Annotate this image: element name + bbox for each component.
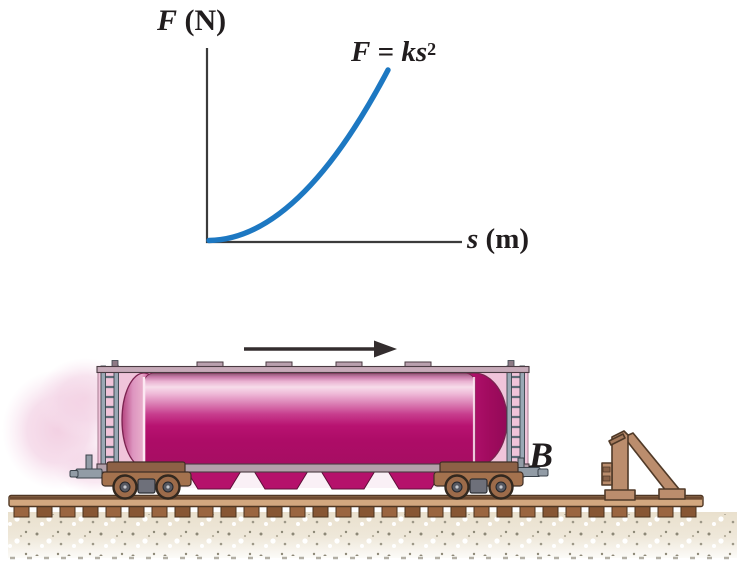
tank-supports xyxy=(186,470,443,490)
hatch-tab xyxy=(335,361,363,367)
curve-equation-label: F = ks2 xyxy=(351,38,436,67)
bumper-brace xyxy=(623,432,680,497)
bogie-left xyxy=(101,461,192,500)
track xyxy=(8,494,737,560)
y-axis-unit: (N) xyxy=(177,4,227,37)
x-axis-label: s (m) xyxy=(467,225,529,254)
x-axis-symbol: s xyxy=(467,223,479,255)
bumper-post xyxy=(611,430,629,499)
x-axis-unit: (m) xyxy=(478,223,530,255)
bumper-post-base xyxy=(604,489,636,501)
bumper-post-cap xyxy=(608,433,626,446)
hatch-tab xyxy=(265,361,293,367)
y-axis-label: F (N) xyxy=(157,6,226,36)
equation-lhs: F xyxy=(351,36,371,68)
bumper-pad-bolt xyxy=(602,466,611,473)
bumper-pad-bolt xyxy=(602,475,611,482)
force-curve xyxy=(206,67,391,244)
tank-body xyxy=(143,372,476,468)
y-axis-symbol: F xyxy=(157,4,178,37)
bogie-gearbox xyxy=(469,478,488,494)
car-underbody xyxy=(178,470,440,488)
bumper-brace-foot xyxy=(658,488,686,500)
bumper-pad xyxy=(601,462,613,486)
hatch-tab xyxy=(404,361,432,367)
equation-relation: = xyxy=(370,36,402,68)
bogie-gearbox xyxy=(137,478,156,494)
track-ties xyxy=(12,505,700,518)
arrowhead-icon xyxy=(374,340,397,358)
ballast-speckles xyxy=(8,514,737,556)
tank-car xyxy=(69,360,549,500)
hatch-tab xyxy=(196,361,224,367)
motion-arrow xyxy=(244,340,397,358)
equation-rhs: ks xyxy=(401,36,428,68)
rail-top-edge xyxy=(10,496,702,500)
equation-exponent: 2 xyxy=(427,39,437,59)
force-displacement-graph xyxy=(205,48,462,244)
top-walkway xyxy=(96,361,530,374)
bumper-point-label: B xyxy=(529,435,554,475)
bogie-right xyxy=(433,461,524,500)
track-bumper xyxy=(601,430,686,501)
graph-axes xyxy=(205,48,462,244)
